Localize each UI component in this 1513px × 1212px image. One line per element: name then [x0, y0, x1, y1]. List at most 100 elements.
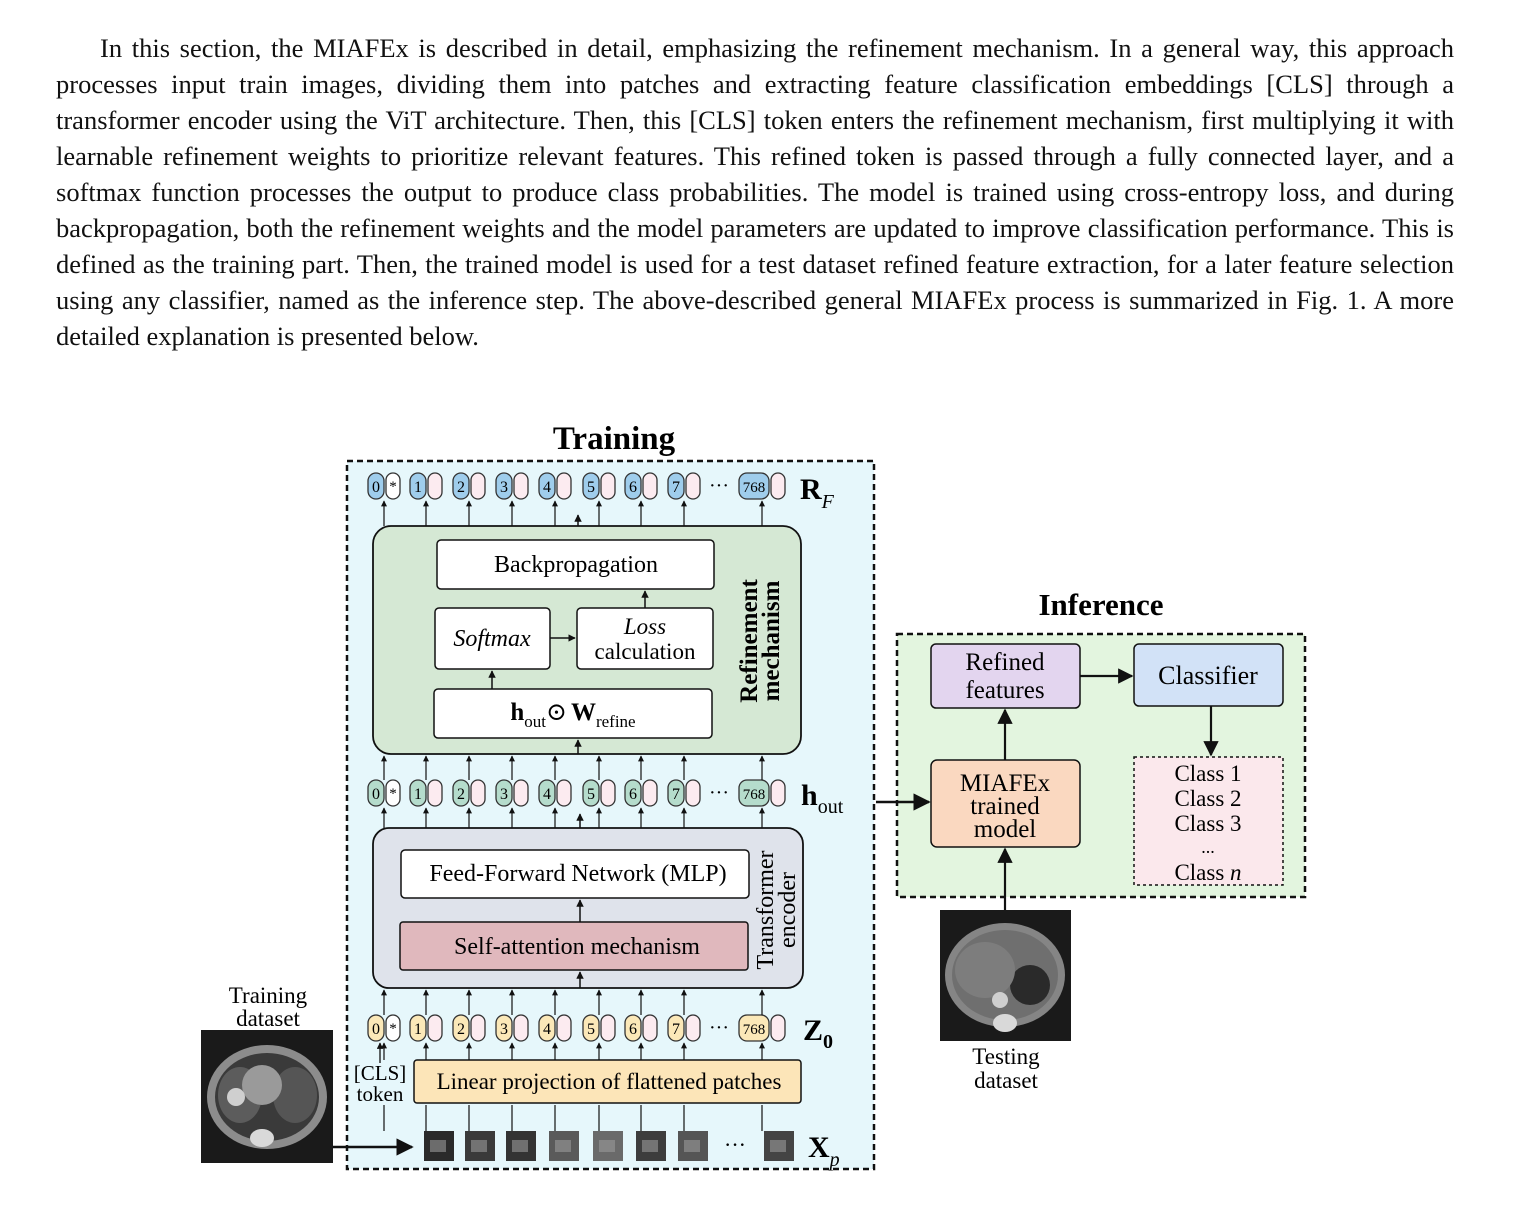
- token-pair-0: [385, 779, 401, 807]
- z0-label: Z0: [803, 1014, 833, 1053]
- refinement-label: Refinement: [736, 579, 763, 703]
- token-label-3: 3: [500, 1021, 508, 1038]
- self-attention-box: [399, 921, 749, 971]
- token-3: [495, 472, 513, 500]
- token-768: [738, 472, 770, 500]
- token-ellipsis: ···: [709, 1017, 729, 1039]
- image-patch-detail: [684, 1140, 700, 1152]
- token-pair-2: [470, 472, 486, 500]
- token-768: [738, 1014, 770, 1042]
- class-3: Class 3: [1174, 811, 1241, 836]
- classifier-label: Classifier: [1158, 661, 1258, 690]
- training-title: Training: [553, 421, 676, 457]
- token-label-768: 768: [743, 787, 766, 803]
- token-connector-lines: [381, 500, 765, 1131]
- token-label-4: 4: [543, 786, 551, 803]
- token-2: [452, 1014, 470, 1042]
- token-pair-0: [385, 1014, 401, 1042]
- token-5: [582, 1014, 600, 1042]
- token-label-7: 7: [672, 479, 680, 496]
- token-pair-1: [427, 1014, 443, 1042]
- token-pair-3: [513, 779, 529, 807]
- token-pair-1: [427, 779, 443, 807]
- token-label-1: 1: [414, 1021, 422, 1038]
- classes-box: [1133, 756, 1284, 886]
- encoder-label: encoder: [775, 872, 801, 948]
- token-label-7: 7: [672, 1021, 680, 1038]
- token-label-6: 6: [629, 1021, 637, 1038]
- token-0: [367, 1014, 385, 1042]
- token-label-6: 6: [629, 479, 637, 496]
- token-pair-0: [385, 472, 401, 500]
- class-2: Class 2: [1174, 786, 1241, 811]
- cls-label: [CLS]: [354, 1061, 407, 1085]
- token-label-1: 1: [414, 479, 422, 496]
- token-6: [624, 1014, 642, 1042]
- hout-label: hout: [801, 779, 844, 818]
- token-label-2: 2: [457, 786, 465, 803]
- ffn-box: [400, 849, 750, 899]
- token-pair-5: [600, 472, 616, 500]
- class-ellipsis: ...: [1201, 837, 1215, 857]
- token-pair-768: [770, 472, 786, 500]
- backpropagation-label: Backpropagation: [494, 552, 658, 578]
- token-star: *: [389, 786, 397, 802]
- token-pair-768: [770, 779, 786, 807]
- loss-label: Loss: [623, 614, 666, 639]
- token-pair-5: [600, 1014, 616, 1042]
- token-6: [624, 779, 642, 807]
- token-label-7: 7: [672, 786, 680, 803]
- token-7: [667, 779, 685, 807]
- token-pair-6: [642, 472, 658, 500]
- testing-dataset-label-2: dataset: [974, 1068, 1038, 1093]
- token-3: [495, 1014, 513, 1042]
- class-1: Class 1: [1174, 761, 1241, 786]
- token-pair-2: [470, 1014, 486, 1042]
- token-label-1: 1: [414, 786, 422, 803]
- image-patch-detail: [642, 1140, 658, 1152]
- token-label-2: 2: [457, 1021, 465, 1038]
- linear-projection-label: Linear projection of flattened patches: [437, 1069, 782, 1094]
- token-pair-7: [685, 1014, 701, 1042]
- ffn-label: Feed-Forward Network (MLP): [429, 861, 726, 887]
- token-label-0: 0: [372, 786, 380, 803]
- mechanism-label: mechanism: [758, 580, 785, 701]
- classifier-box: [1133, 643, 1284, 707]
- token-pair-7: [685, 779, 701, 807]
- token-0: [367, 472, 385, 500]
- token-4: [538, 1014, 556, 1042]
- token-star: *: [389, 1021, 397, 1037]
- token-1: [409, 779, 427, 807]
- token-label-4: 4: [543, 479, 551, 496]
- token-pair-768: [770, 1014, 786, 1042]
- token-ellipsis: ···: [709, 475, 729, 497]
- token-label-6: 6: [629, 786, 637, 803]
- token-pair-1: [427, 472, 443, 500]
- token-label-768: 768: [743, 1022, 766, 1038]
- token-7: [667, 472, 685, 500]
- token-pair-5: [600, 779, 616, 807]
- token-pair-3: [513, 472, 529, 500]
- trained-label: trained: [970, 793, 1040, 820]
- token-pair-7: [685, 472, 701, 500]
- patch-ellipsis: ···: [724, 1132, 746, 1157]
- self-attention-label: Self-attention mechanism: [454, 934, 700, 960]
- token-1: [409, 472, 427, 500]
- xp-label: Xp: [808, 1131, 840, 1171]
- miafex-label: MIAFEx: [960, 770, 1051, 797]
- backpropagation-box: [436, 539, 715, 590]
- token-pair-4: [556, 779, 572, 807]
- token-star: *: [389, 479, 397, 495]
- model-label: model: [974, 816, 1037, 843]
- token-label: token: [357, 1082, 404, 1106]
- features-label: features: [965, 677, 1044, 704]
- token-pair-2: [470, 779, 486, 807]
- token-label-0: 0: [372, 1021, 380, 1038]
- token-3: [495, 779, 513, 807]
- token-label-3: 3: [500, 786, 508, 803]
- token-label-5: 5: [587, 786, 595, 803]
- token-label-4: 4: [543, 1021, 551, 1038]
